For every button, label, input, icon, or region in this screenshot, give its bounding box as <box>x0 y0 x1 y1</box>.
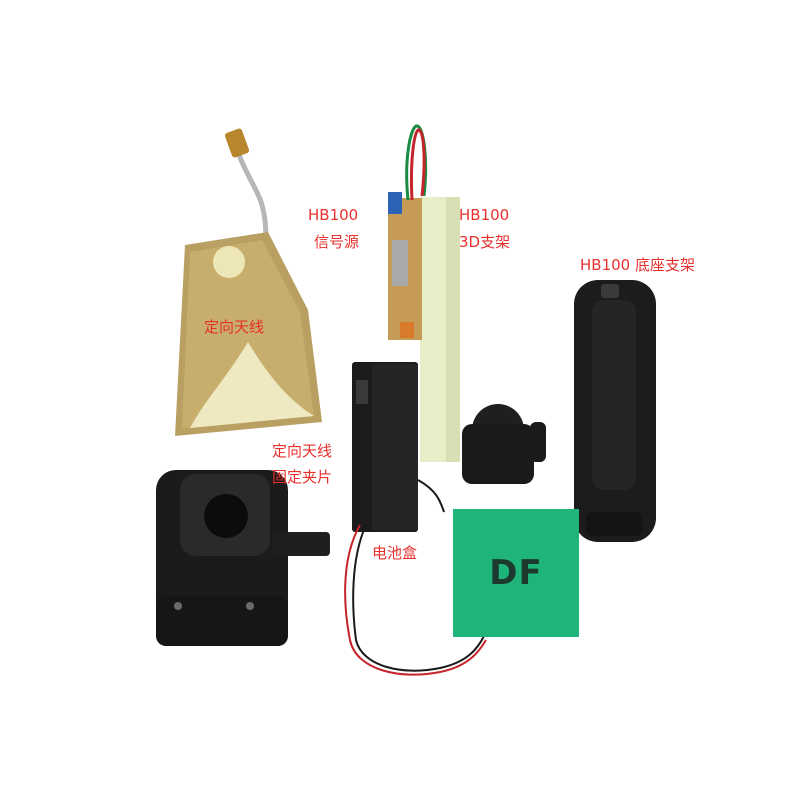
label-clip-line1: 定向天线 <box>272 442 333 460</box>
label-signal-source-model: HB100 <box>308 206 359 224</box>
label-bracket: 3D支架 <box>459 233 511 251</box>
label-clip-line2: 固定夹片 <box>272 468 333 486</box>
module-wires <box>405 124 428 201</box>
hb100-base-grip <box>574 280 656 542</box>
label-battery-box: 电池盒 <box>372 544 418 562</box>
label-signal-source: 信号源 <box>314 233 360 251</box>
df-logo: DF <box>453 509 579 637</box>
battery-wires <box>344 479 487 676</box>
directional-antenna-board <box>175 232 322 436</box>
df-logo-text: DF <box>489 553 543 593</box>
battery-box <box>352 362 418 532</box>
hb100-3d-bracket <box>420 197 460 462</box>
label-bracket-model: HB100 <box>459 206 510 224</box>
antenna-clamp <box>156 470 330 646</box>
hb100-module <box>388 192 422 340</box>
label-antenna: 定向天线 <box>204 318 265 336</box>
label-base-bracket: HB100 底座支架 <box>580 256 695 274</box>
ball-head-mount <box>462 404 546 484</box>
